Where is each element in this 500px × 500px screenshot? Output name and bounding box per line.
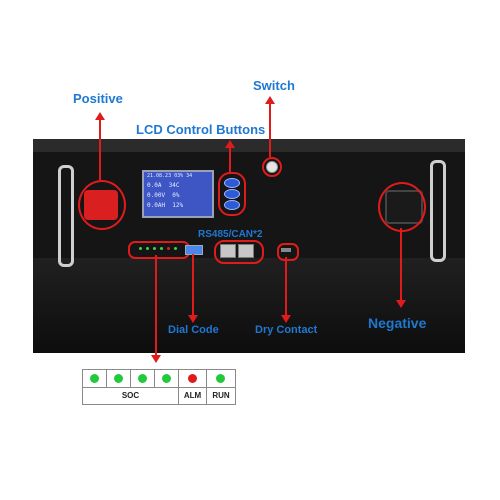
switch-arrow: [265, 96, 275, 104]
run-legend-label: RUN: [207, 387, 235, 404]
alm-indicator-dot: [188, 374, 197, 383]
legend-cell: [131, 370, 155, 387]
led-pointer-line: [155, 255, 157, 355]
soc-led: [139, 247, 142, 250]
soc-led: [146, 247, 149, 250]
lcd-buttons-highlight-ring: [218, 172, 246, 216]
dial-code-pointer-line: [192, 254, 194, 316]
positive-arrow: [95, 112, 105, 120]
dry-contact-port[interactable]: [281, 248, 291, 252]
dry-contact-arrow: [281, 315, 291, 323]
switch-pointer-line: [269, 104, 271, 157]
legend-cell: [207, 370, 235, 387]
legend-cell: [107, 370, 131, 387]
soc-indicator-dot: [162, 374, 171, 383]
negative-arrow: [396, 300, 406, 308]
dial-code-label: Dial Code: [168, 324, 219, 336]
soc-indicator-dot: [114, 374, 123, 383]
rs485-highlight-ring: [214, 240, 264, 264]
soc-legend-label: SOC: [83, 387, 179, 404]
dry-contact-highlight-ring: [277, 243, 299, 261]
lcd-enter-button[interactable]: [224, 189, 240, 199]
alm-led: [167, 247, 170, 250]
dry-contact-pointer-line: [285, 257, 287, 316]
rs485-port-1[interactable]: [220, 244, 236, 258]
lcd-buttons-label: LCD Control Buttons: [136, 122, 266, 137]
positive-pointer-line: [99, 120, 101, 180]
lcd-row-3: 0.0AH 12%: [147, 202, 184, 209]
battery-side-face: [33, 258, 465, 353]
run-indicator-dot: [216, 374, 225, 383]
led-highlight-ring: [128, 241, 190, 259]
switch-highlight-ring: [262, 157, 282, 177]
dial-code-arrow: [188, 315, 198, 323]
soc-indicator-dot: [90, 374, 99, 383]
lcd-screen: 21.08.23 03% 34 0.0A 34C 0.00V 0% 0.0AH …: [142, 170, 214, 218]
dial-code-switch[interactable]: [185, 245, 203, 255]
battery-top-face: [33, 139, 465, 153]
lcd-row-2: 0.00V 0%: [147, 192, 180, 199]
positive-label: Positive: [73, 91, 123, 106]
soc-led: [153, 247, 156, 250]
legend-cell: [179, 370, 207, 387]
soc-indicator-dot: [138, 374, 147, 383]
negative-label: Negative: [368, 315, 427, 331]
negative-highlight-ring: [378, 182, 426, 232]
left-handle: [58, 165, 74, 267]
switch-label: Switch: [253, 78, 295, 93]
led-legend-table: SOC ALM RUN: [82, 369, 236, 405]
led-arrow: [151, 355, 161, 363]
alm-legend-label: ALM: [179, 387, 207, 404]
negative-pointer-line: [400, 228, 402, 300]
legend-cell: [155, 370, 179, 387]
rs485-label: RS485/CAN*2: [198, 229, 263, 240]
right-handle: [430, 160, 446, 262]
lcd-row-0: 21.08.23 03% 34: [147, 173, 193, 179]
lcd-buttons-arrow: [225, 140, 235, 148]
positive-highlight-ring: [78, 180, 126, 230]
lcd-buttons-pointer-line: [229, 148, 231, 172]
soc-led: [160, 247, 163, 250]
rs485-port-2[interactable]: [238, 244, 254, 258]
dry-contact-label: Dry Contact: [255, 324, 318, 336]
lcd-row-1: 0.0A 34C: [147, 182, 180, 189]
legend-cell: [83, 370, 107, 387]
run-led: [174, 247, 177, 250]
